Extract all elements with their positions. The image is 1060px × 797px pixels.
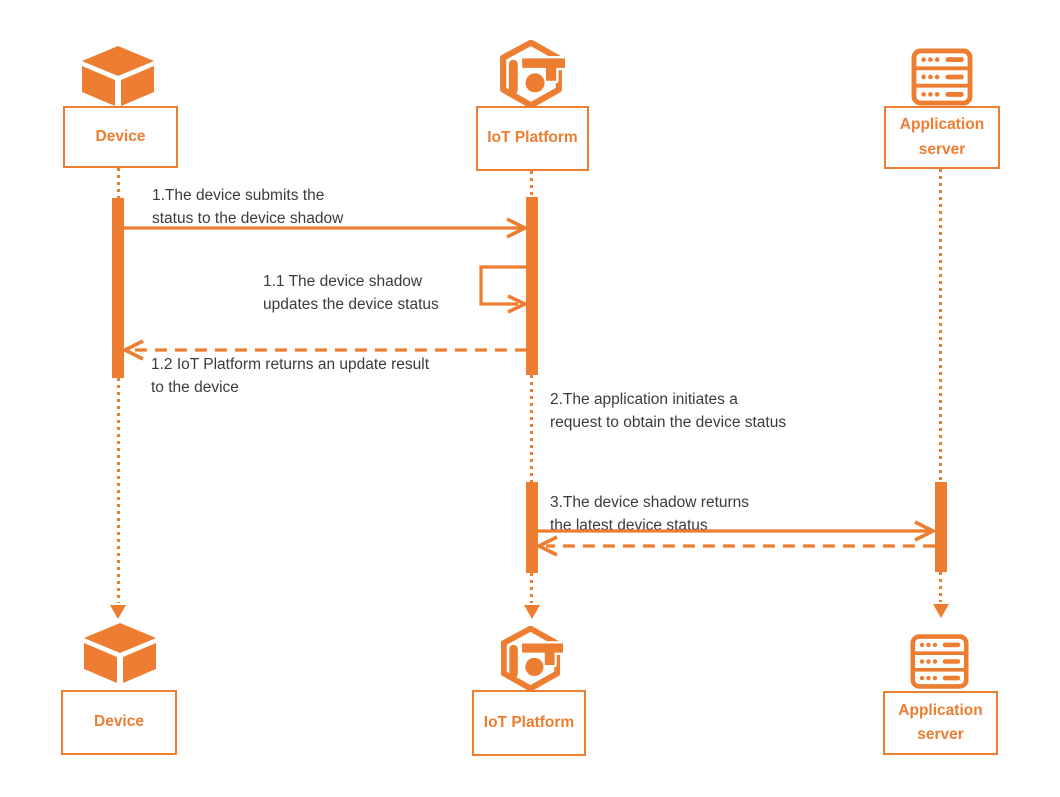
cube-icon: [80, 46, 156, 111]
message-3-arrowhead: [914, 520, 938, 542]
iot-lifeline-bottom: [530, 573, 533, 603]
iot-activation-bar-1: [526, 197, 538, 375]
actor-application-server-bottom: Application server: [883, 691, 998, 755]
actor-iot-platform-label-bottom: IoT Platform: [483, 713, 575, 731]
actor-device-top: Device: [63, 106, 178, 168]
iot-lifeline-middle: [530, 375, 533, 482]
cube-icon-bottom: [82, 623, 158, 688]
message-1-2-arrowhead: [120, 339, 144, 361]
actor-iot-platform-top: IoT Platform: [476, 106, 589, 171]
actor-application-server-label: Application server: [899, 116, 985, 158]
message-1-1-text: 1.1 The device shadow updates the device…: [263, 273, 439, 313]
actor-iot-platform-bottom: IoT Platform: [472, 690, 586, 756]
actor-application-server-label-bottom: Application server: [898, 701, 983, 743]
device-lifeline-bottom: [117, 378, 120, 603]
device-lifeline-arrowhead: [110, 605, 126, 619]
message-1-1-self-loop: [479, 265, 526, 306]
iot-hexagon-icon: [497, 39, 571, 113]
message-3-return-arrowhead: [534, 535, 558, 557]
message-1-2-text: 1.2 IoT Platform returns an update resul…: [151, 356, 430, 396]
device-activation-bar: [112, 198, 124, 378]
iot-lifeline-top: [530, 171, 533, 197]
actor-application-server-top: Application server: [884, 106, 1000, 169]
server-rack-icon: [911, 48, 973, 111]
app-lifeline-arrowhead: [933, 604, 949, 618]
iot-activation-bar-2: [526, 482, 538, 573]
message-3-text: 3.The device shadow returns the latest d…: [550, 494, 750, 534]
message-1-arrowhead: [506, 217, 530, 239]
message-1-text: 1.The device submits the status to the d…: [152, 187, 344, 227]
app-lifeline-bottom: [939, 572, 942, 602]
server-rack-icon-bottom: [910, 632, 969, 696]
actor-device-label: Device: [95, 127, 146, 145]
app-lifeline-top: [939, 169, 942, 482]
iot-lifeline-arrowhead: [524, 605, 540, 619]
actor-device-label-bottom: Device: [94, 713, 144, 731]
app-activation-bar: [935, 482, 947, 572]
message-2-text: 2.The application initiates a request to…: [550, 391, 787, 431]
actor-iot-platform-label: IoT Platform: [487, 129, 578, 147]
actor-device-bottom: Device: [61, 690, 177, 755]
message-1-1-arrowhead: [507, 294, 530, 314]
iot-hexagon-icon-bottom: [498, 625, 568, 696]
device-lifeline-top: [117, 168, 120, 198]
